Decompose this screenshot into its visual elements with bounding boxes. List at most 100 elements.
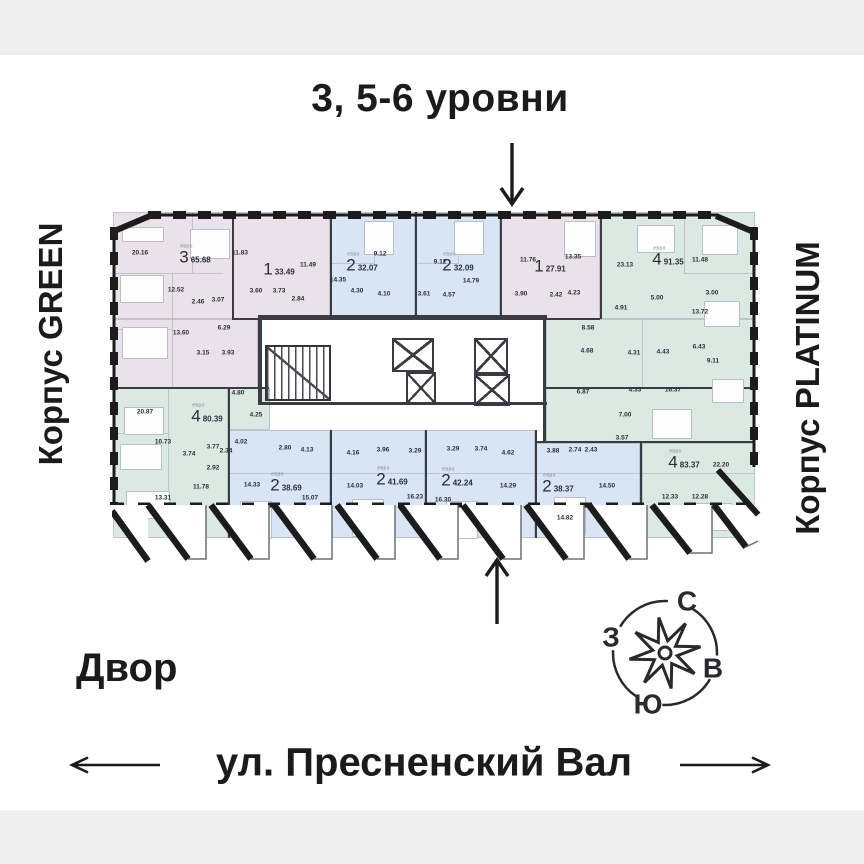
furniture-outline: [122, 327, 168, 359]
furniture-outline: [364, 221, 394, 255]
interior-wall: [228, 388, 230, 538]
apartment-euro-label: евро: [443, 251, 456, 258]
apartment-total-area: 83.37: [679, 460, 700, 470]
apartment-total-area: 38.37: [553, 484, 574, 494]
room-area-label: 9.11: [706, 357, 720, 365]
interior-wall: [258, 402, 547, 405]
room-area-label: 3.61: [417, 290, 431, 298]
apartment-rooms-count: 1: [263, 259, 273, 279]
room-area-label: 20.16: [131, 249, 149, 257]
apartment-euro-label: евро: [543, 472, 556, 479]
room-area-label: 14.35: [329, 276, 347, 284]
building-label-green: Корпус GREEN: [32, 222, 69, 466]
arrow-down-icon: [499, 143, 525, 208]
room-partition-wall: [684, 273, 755, 274]
apartment-total-area: 33.49: [274, 267, 295, 277]
interior-wall: [113, 387, 269, 389]
room-area-label: 4.91: [614, 304, 628, 312]
furniture-outline: [454, 221, 484, 255]
room-area-label: 3.74: [182, 450, 196, 458]
interior-wall: [415, 212, 417, 319]
room-partition-wall: [113, 273, 223, 274]
interior-wall: [330, 430, 332, 538]
room-area-label: 15.07: [301, 494, 319, 502]
compass-west-label: З: [602, 622, 620, 653]
room-area-label: 4.13: [300, 446, 314, 454]
room-area-label: 2.84: [291, 295, 305, 303]
exterior-wall-top: [148, 211, 718, 219]
room-partition-wall: [330, 263, 374, 264]
apartment-euro-label: евро: [180, 243, 193, 250]
furniture-outline: [704, 301, 740, 327]
room-area-label: 4.68: [580, 347, 594, 355]
room-partition-wall: [228, 473, 330, 474]
apartment-total-area: 32.09: [453, 263, 474, 273]
room-area-label: 3.15: [196, 349, 210, 357]
room-area-label: 2.42: [549, 291, 563, 299]
room-area-label: 3.73: [272, 287, 286, 295]
room-area-label: 3.74: [474, 445, 488, 453]
room-area-label: 14.50: [598, 482, 616, 490]
room-area-label: 4.80: [231, 389, 245, 397]
apartment-rooms-count: 1: [534, 256, 544, 276]
building-label-platinum: Корпус PLATINUM: [789, 241, 826, 535]
room-area-label: 4.16: [346, 449, 360, 457]
room-partition-wall: [535, 473, 640, 474]
room-partition-wall: [168, 388, 169, 498]
room-area-label: 13.72: [691, 308, 709, 316]
room-partition-wall: [642, 318, 643, 387]
room-area-label: 16.37: [664, 386, 682, 394]
furniture-outline: [190, 229, 230, 259]
room-area-label: 3.77: [206, 443, 220, 451]
apartment-rooms-count: 2: [346, 255, 356, 275]
room-area-label: 14.29: [499, 482, 517, 490]
interior-wall: [500, 212, 502, 319]
apartment-rooms-count: 2: [376, 469, 386, 489]
room-area-label: 3.07: [211, 296, 225, 304]
exterior-wall-left: [110, 227, 118, 505]
apartment-rooms-count: 2: [542, 476, 552, 496]
room-area-label: 7.00: [618, 411, 632, 419]
room-partition-wall: [640, 473, 755, 474]
room-area-label: 11.48: [692, 256, 708, 264]
apartment-euro-label: евро: [271, 471, 284, 478]
apartment-rooms-count: 2: [441, 470, 451, 490]
compass-south-label: Ю: [634, 689, 663, 720]
room-area-label: 2.34: [219, 447, 233, 455]
room-area-label: 14.03: [346, 482, 364, 490]
room-area-label: 9.12: [433, 258, 447, 266]
apartment-euro-label: евро: [669, 448, 682, 455]
furniture-outline: [120, 275, 164, 303]
street-arrow-left-icon: [68, 756, 160, 774]
room-partition-wall: [330, 473, 425, 474]
room-area-label: 13.60: [172, 329, 190, 337]
apartment-total-area: 27.91: [545, 264, 566, 274]
room-area-label: 3.93: [221, 349, 235, 357]
room-area-label: 14.82: [556, 514, 574, 522]
apartment-region: [228, 388, 270, 430]
apartment-rooms-count: 2: [442, 255, 452, 275]
apartment-euro-label: евро: [442, 466, 455, 473]
room-area-label: 12.33: [661, 493, 679, 501]
interior-wall: [535, 430, 537, 538]
room-area-label: 3.88: [546, 447, 560, 455]
room-area-label: 3.60: [249, 287, 263, 295]
room-partition-wall: [684, 212, 685, 274]
interior-wall: [640, 443, 642, 538]
interior-wall: [258, 315, 262, 405]
room-area-label: 10.73: [154, 438, 172, 446]
room-area-label: 11.83: [232, 249, 248, 257]
room-area-label: 22.20: [712, 461, 730, 469]
apartment-euro-label: евро: [347, 251, 360, 258]
furniture-outline: [712, 379, 744, 403]
apartment-total-area: 41.69: [387, 477, 408, 487]
room-area-label: 12.28: [691, 493, 709, 501]
apartment-total-area: 38.69: [281, 483, 302, 493]
